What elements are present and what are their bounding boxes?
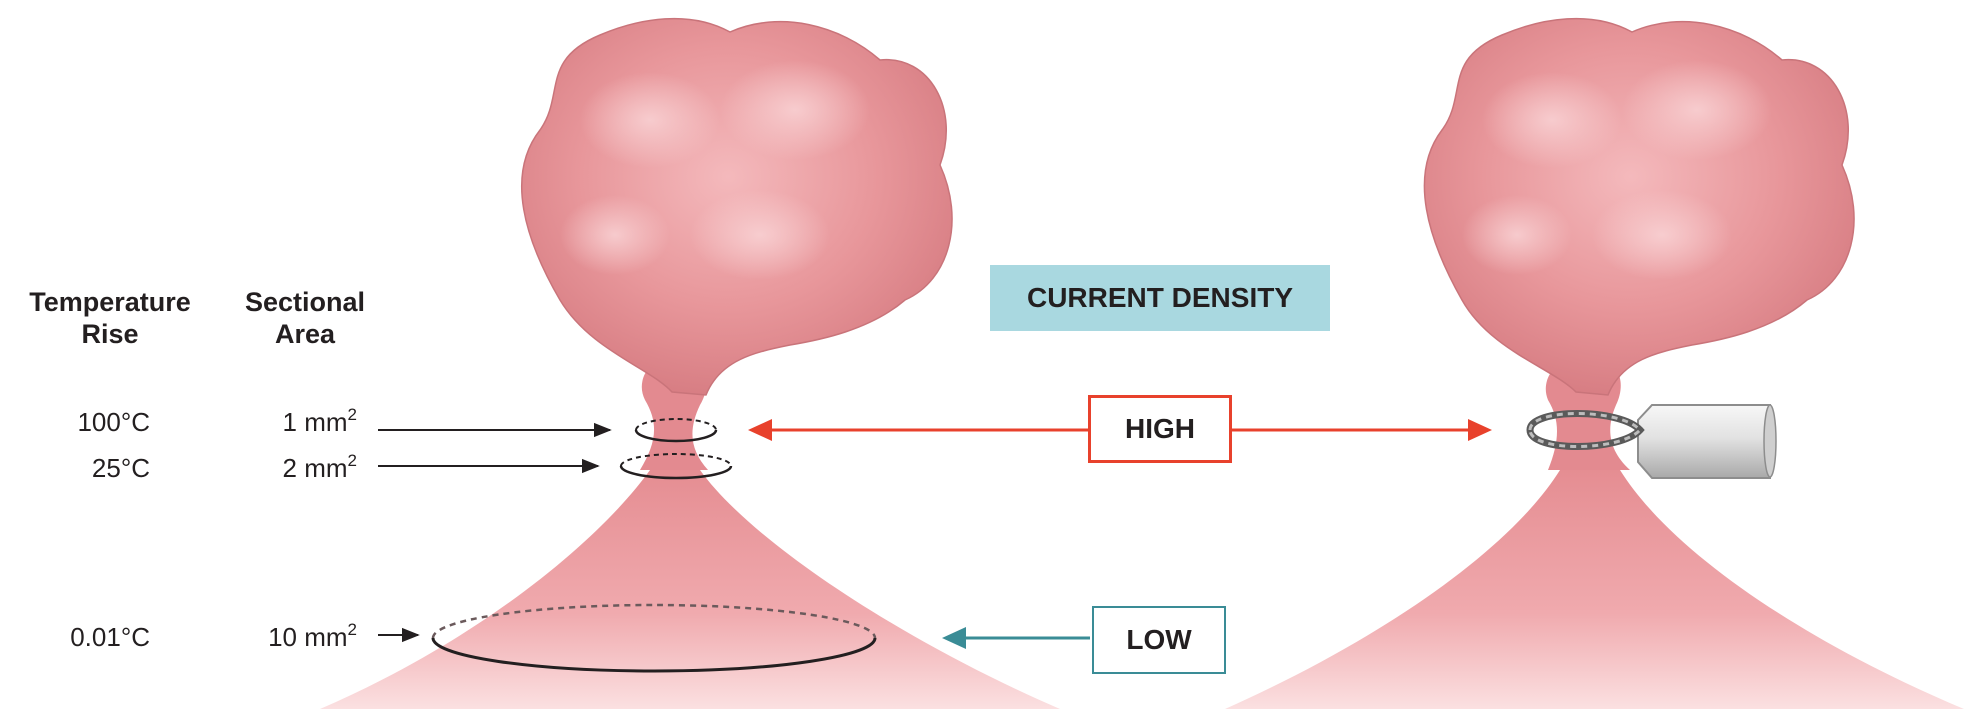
high-label-box: HIGH bbox=[1088, 395, 1232, 463]
area-row-3-exp: 2 bbox=[348, 620, 357, 639]
catheter-tube-icon bbox=[1638, 405, 1776, 478]
area-header-line1: Sectional bbox=[225, 286, 385, 318]
right-polyp bbox=[1225, 19, 1964, 709]
area-header-line2: Area bbox=[225, 318, 385, 350]
low-label-box: LOW bbox=[1092, 606, 1226, 674]
area-row-2: 2 mm2 bbox=[225, 453, 357, 483]
area-row-3: 10 mm2 bbox=[225, 622, 357, 652]
temp-row-3: 0.01°C bbox=[20, 622, 150, 652]
low-density-arrow bbox=[942, 627, 1090, 649]
area-row-2-value: 2 mm bbox=[283, 453, 348, 483]
temp-row-1: 100°C bbox=[20, 407, 150, 437]
left-polyp bbox=[320, 19, 1060, 709]
area-row-1-exp: 2 bbox=[348, 405, 357, 424]
temperature-header-line1: Temperature bbox=[10, 286, 210, 318]
current-density-title: CURRENT DENSITY bbox=[990, 265, 1330, 331]
temp-row-2: 25°C bbox=[20, 453, 150, 483]
left-polyp-base bbox=[320, 470, 1060, 709]
area-row-2-exp: 2 bbox=[348, 451, 357, 470]
temperature-header-line2: Rise bbox=[10, 318, 210, 350]
sectional-area-header: Sectional Area bbox=[225, 286, 385, 350]
temperature-rise-header: Temperature Rise bbox=[10, 286, 210, 350]
area-row-1: 1 mm2 bbox=[225, 407, 357, 437]
area-row-3-value: 10 mm bbox=[268, 622, 347, 652]
area-row-1-value: 1 mm bbox=[283, 407, 348, 437]
right-polyp-base bbox=[1225, 470, 1964, 709]
